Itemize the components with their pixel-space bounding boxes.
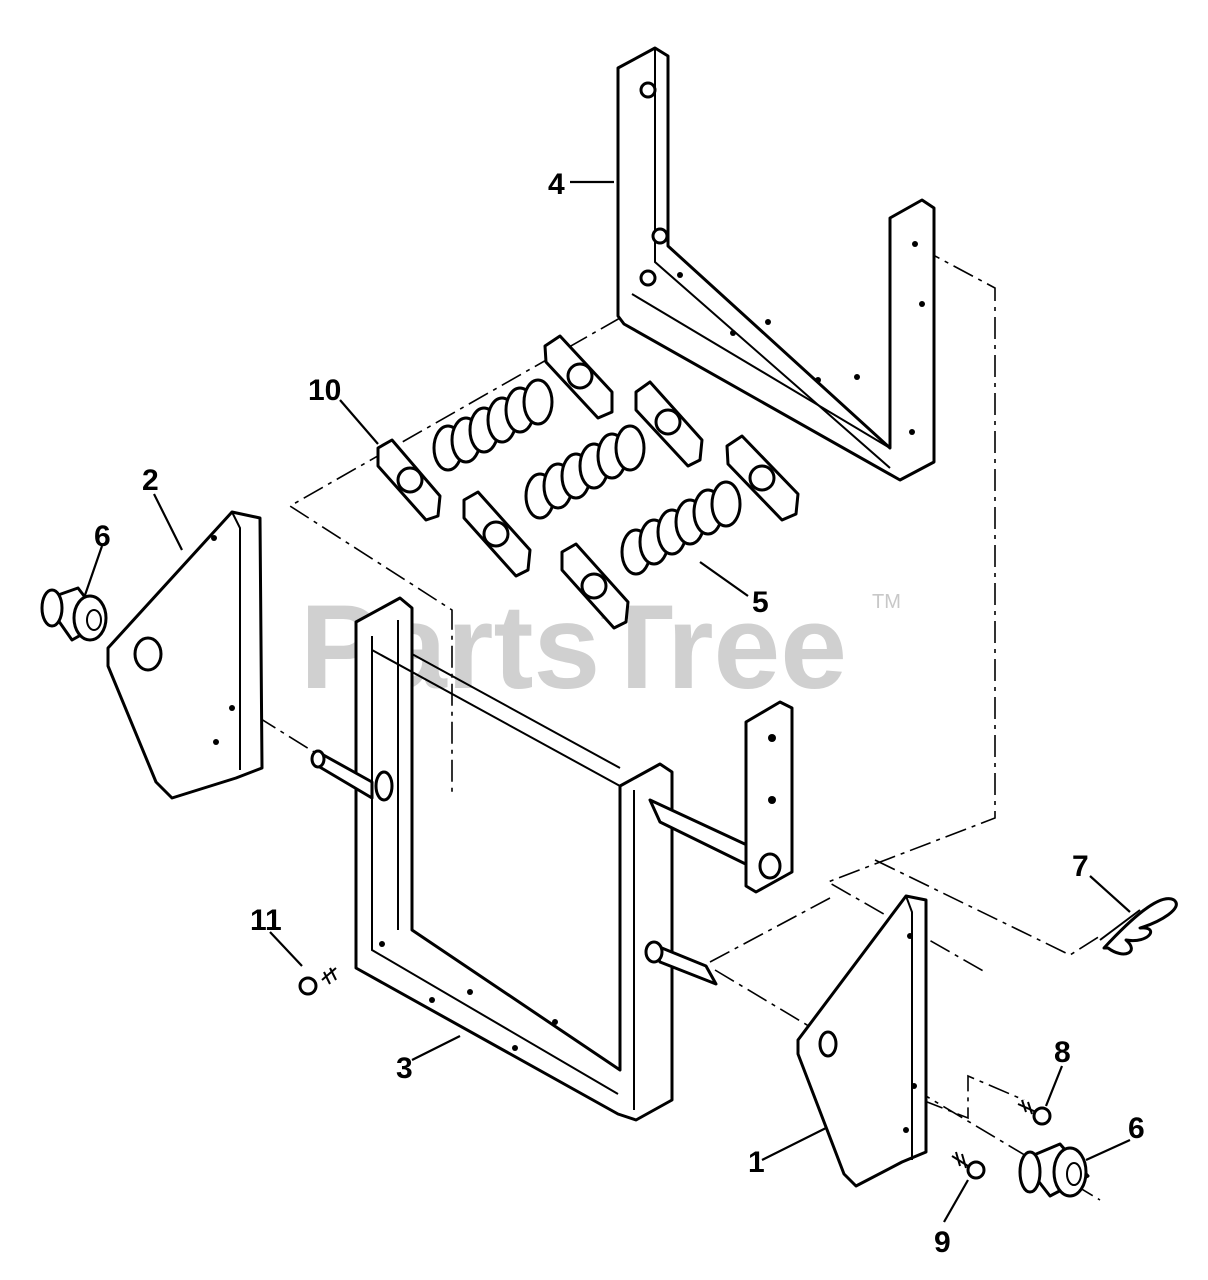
callout-3: 3 (396, 1052, 413, 1085)
callout-labels: 1 2 3 4 5 6 6 7 8 9 10 11 (94, 168, 1145, 1259)
link-bar (744, 700, 794, 894)
callout-10: 10 (308, 374, 341, 407)
part-7-hair-pin (1099, 897, 1178, 956)
part-3-frame (310, 596, 772, 1122)
callout-2: 2 (142, 464, 159, 497)
leader-lines (82, 180, 1131, 1223)
spring-plates (376, 334, 800, 630)
part-6-bushing-left (40, 586, 108, 642)
callout-6-left: 6 (94, 520, 111, 553)
part-4-u-bracket (616, 46, 936, 482)
callout-7: 7 (1072, 850, 1089, 883)
spring-middle (524, 424, 646, 520)
callout-6-right: 6 (1128, 1112, 1145, 1145)
part-2-left-plate (106, 510, 264, 800)
callout-5: 5 (752, 586, 769, 619)
callout-9: 9 (934, 1226, 951, 1259)
part-9-screw (951, 1151, 986, 1180)
part-5-springs (432, 378, 742, 576)
spring-bottom (620, 480, 742, 576)
part-8-screw (1017, 1099, 1052, 1126)
part-11-screw (298, 967, 337, 996)
callout-8: 8 (1054, 1036, 1071, 1069)
part-6-bushing-right (1018, 1142, 1090, 1198)
part-1-right-plate (796, 894, 928, 1188)
callout-11: 11 (250, 904, 282, 937)
spring-top (432, 378, 554, 472)
callout-4: 4 (548, 168, 565, 201)
watermark-trademark: TM (872, 591, 901, 613)
callout-1: 1 (748, 1146, 765, 1179)
